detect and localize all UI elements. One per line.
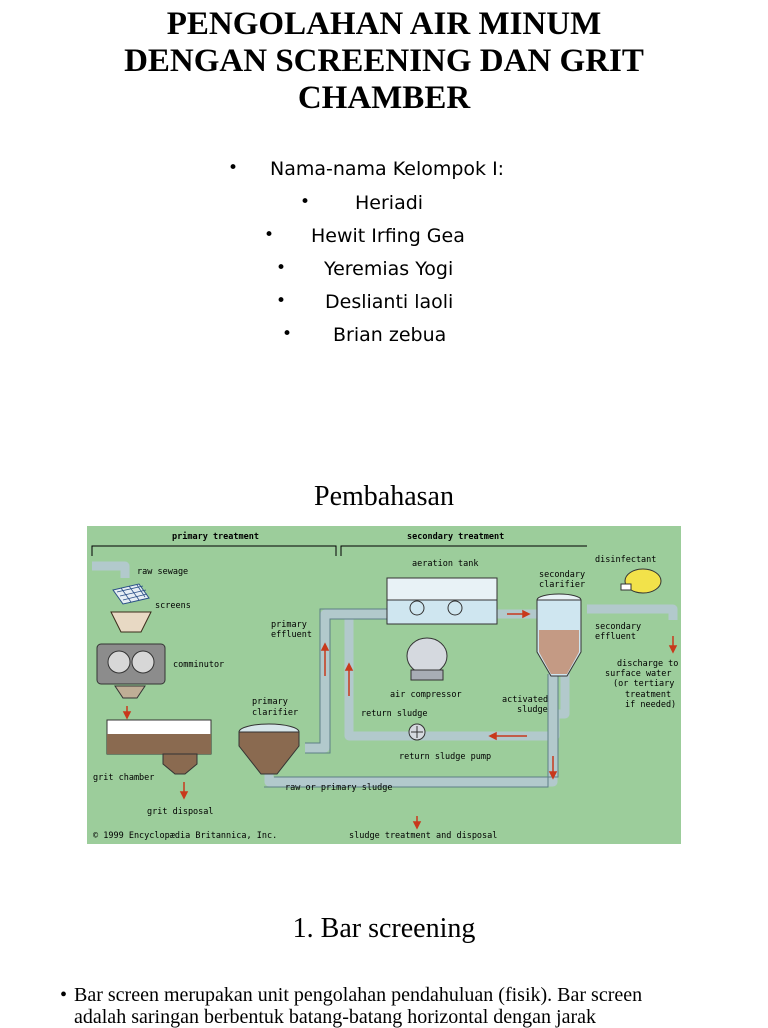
label-primary-clarifier-2: clarifier bbox=[252, 708, 298, 718]
label-discharge-4: treatment bbox=[625, 690, 671, 700]
label-screens: screens bbox=[155, 601, 191, 611]
label-secondary-clarifier-2: clarifier bbox=[539, 580, 585, 590]
label-discharge-3: (or tertiary bbox=[613, 679, 674, 689]
label-air-compressor: air compressor bbox=[390, 690, 462, 700]
diagram-copyright: © 1999 Encyclopædia Britannica, Inc. bbox=[93, 831, 277, 841]
diagram-background bbox=[87, 526, 681, 844]
bullet: • bbox=[264, 225, 275, 245]
primary-clarifier-unit bbox=[238, 723, 300, 775]
bullet: • bbox=[282, 324, 293, 344]
member-name: Yeremias Yogi bbox=[324, 258, 454, 280]
member-name: Hewit Irfing Gea bbox=[311, 225, 465, 247]
member-name: Deslianti laoli bbox=[325, 291, 454, 313]
header-brackets bbox=[91, 545, 587, 556]
label-return-sludge: return sludge bbox=[361, 709, 428, 719]
page-title: PENGOLAHAN AIR MINUM DENGAN SCREENING DA… bbox=[0, 6, 768, 117]
label-aeration-tank: aeration tank bbox=[412, 559, 479, 569]
air-compressor-unit bbox=[406, 637, 448, 681]
label-comminutor: comminutor bbox=[173, 660, 224, 670]
label-activated-sludge-2: sludge bbox=[517, 705, 548, 715]
return-sludge-pump-icon bbox=[408, 723, 426, 741]
bar-screen-paragraph: • Bar screen merupakan unit pengolahan p… bbox=[60, 984, 750, 1028]
label-secondary-effluent-2: effluent bbox=[595, 632, 636, 642]
section-heading-bar-screening: 1. Bar screening bbox=[292, 913, 476, 944]
label-discharge-1: discharge to bbox=[617, 659, 678, 669]
label-primary-effluent-2: effluent bbox=[271, 630, 312, 640]
disinfectant-bottle-icon bbox=[620, 568, 662, 594]
label-grit-disposal: grit disposal bbox=[147, 807, 214, 817]
paragraph-line-2: adalah saringan berbentuk batang-batang … bbox=[74, 1006, 597, 1028]
label-activated-sludge-1: activated bbox=[502, 695, 548, 705]
grit-chamber-unit bbox=[106, 719, 212, 775]
screens-unit bbox=[110, 583, 152, 633]
label-discharge-2: surface water bbox=[605, 669, 672, 679]
flow-arrows bbox=[122, 609, 678, 830]
label-grit-chamber: grit chamber bbox=[93, 773, 154, 783]
pipes bbox=[92, 561, 678, 787]
label-return-sludge-pump: return sludge pump bbox=[399, 752, 491, 762]
member-name: Heriadi bbox=[355, 192, 424, 214]
bullet: • bbox=[276, 258, 287, 278]
label-discharge-5: if needed) bbox=[625, 700, 676, 710]
bullet: • bbox=[276, 291, 287, 311]
label-raw-or-primary-sludge: raw or primary sludge bbox=[285, 783, 392, 793]
title-line-1: PENGOLAHAN AIR MINUM bbox=[166, 6, 602, 42]
label-primary-effluent-1: primary bbox=[271, 620, 307, 630]
pipe-outlines bbox=[264, 608, 559, 788]
title-line-2: DENGAN SCREENING DAN GRIT bbox=[124, 43, 644, 79]
title-line-3: CHAMBER bbox=[297, 80, 471, 116]
label-raw-sewage: raw sewage bbox=[137, 567, 188, 577]
bullet: • bbox=[228, 158, 239, 178]
label-primary-clarifier-1: primary bbox=[252, 697, 288, 707]
bullet: • bbox=[300, 192, 311, 212]
secondary-clarifier-unit bbox=[536, 593, 582, 677]
aeration-tank-unit bbox=[386, 577, 498, 625]
member-heading: Nama-nama Kelompok I: bbox=[270, 158, 505, 180]
comminutor-unit bbox=[96, 643, 166, 699]
bullet: • bbox=[60, 984, 68, 1006]
label-secondary-effluent-1: secondary bbox=[595, 622, 641, 632]
section-heading-pembahasan: Pembahasan bbox=[314, 481, 454, 512]
sewage-treatment-diagram: primary treatment secondary treatment ra… bbox=[87, 526, 681, 844]
label-secondary-treatment: secondary treatment bbox=[407, 532, 504, 542]
paragraph-line-1: Bar screen merupakan unit pengolahan pen… bbox=[74, 984, 643, 1006]
label-disinfectant: disinfectant bbox=[595, 555, 656, 565]
label-sludge-treatment: sludge treatment and disposal bbox=[349, 831, 497, 841]
label-secondary-clarifier-1: secondary bbox=[539, 570, 585, 580]
label-primary-treatment: primary treatment bbox=[172, 531, 259, 542]
member-name: Brian zebua bbox=[333, 324, 447, 346]
